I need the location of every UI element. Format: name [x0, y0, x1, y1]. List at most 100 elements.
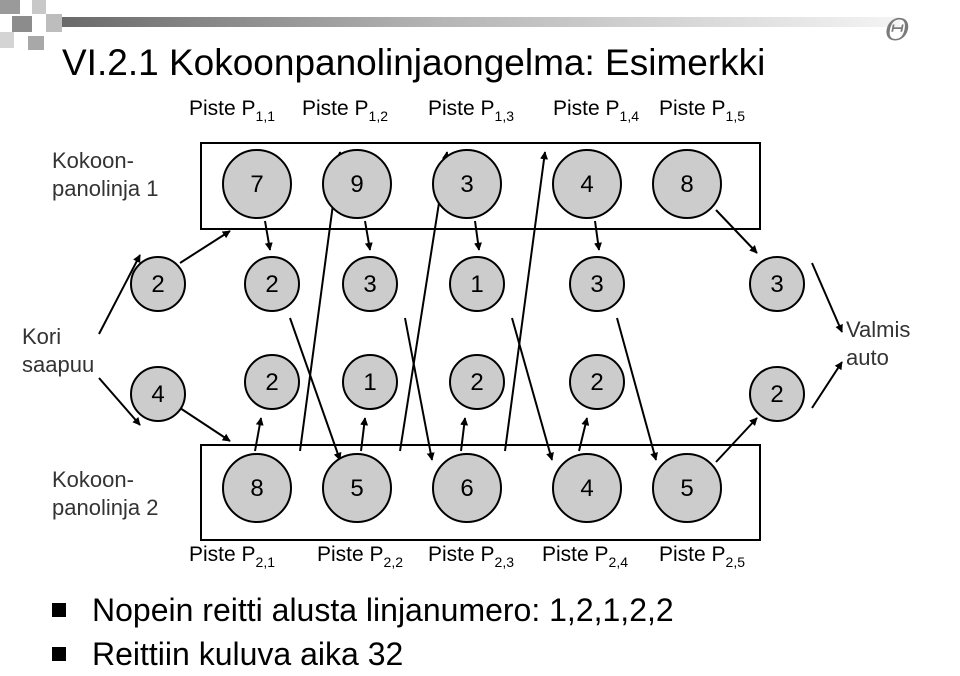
deco-square [46, 14, 62, 32]
station-label-bottom: Piste P2,2 [317, 543, 403, 570]
upper-transfer-value: 1 [470, 271, 483, 298]
station-label-bottom: Piste P2,5 [659, 543, 745, 570]
line1-station [322, 149, 392, 219]
lower-transfer [244, 354, 300, 410]
line2-station [222, 453, 292, 523]
transfer-arrow [404, 317, 435, 461]
bullet-item: Reittiin kuluva aika 32 [52, 632, 674, 676]
line2-station-value: 4 [580, 475, 593, 502]
station-label-top: Piste P1,4 [553, 97, 639, 124]
line1-station [222, 149, 292, 219]
line1-station [432, 149, 502, 219]
transfer-arrow [179, 407, 231, 442]
line2-label: panolinja 2 [52, 495, 158, 520]
lower-transfer [569, 354, 625, 410]
deco-square [28, 36, 44, 50]
station-label-top: Piste P1,2 [302, 97, 388, 124]
deco-square [0, 32, 14, 48]
deco-bar [62, 17, 900, 27]
transfer-arrow [504, 151, 549, 452]
line1-label: panolinja 1 [52, 176, 158, 201]
lower-transfer [449, 354, 505, 410]
line1-label: Kokoon- [52, 148, 134, 173]
deco-square [0, 0, 20, 14]
upper-transfer-value: 2 [265, 271, 278, 298]
upper-transfer [449, 256, 505, 312]
header-decoration [0, 0, 900, 50]
transfer-arrow [578, 417, 590, 452]
transfer-arrow [254, 417, 264, 452]
station-label-top: Piste P1,1 [189, 97, 275, 124]
upper-transfer [569, 256, 625, 312]
transfer-arrow [715, 209, 758, 254]
deco-square [32, 0, 46, 14]
bullet-text: Reittiin kuluva aika 32 [92, 635, 404, 672]
start-label: saapuu [22, 352, 94, 377]
transfer-arrow [616, 317, 658, 461]
transfer-arrow [594, 220, 602, 251]
line2-station [432, 453, 502, 523]
line1-station-value: 9 [350, 171, 363, 198]
transfer-arrow [364, 220, 373, 251]
bullet-text: Nopein reitti alusta linjanumero: 1,2,1,… [92, 591, 674, 628]
transfer-arrow [511, 317, 554, 461]
lower-transfer-value: 2 [770, 381, 783, 408]
line1-station [652, 149, 722, 219]
lower-transfer-value: 2 [590, 369, 603, 396]
lower-transfer-value: 1 [363, 369, 376, 396]
transfer-arrow [360, 417, 369, 452]
upper-transfer-value: 3 [363, 271, 376, 298]
transfer-arrow [474, 220, 482, 251]
upper-transfer-value: 2 [151, 271, 164, 298]
line2-station [552, 453, 622, 523]
line2-label: Kokoon- [52, 467, 134, 492]
bullet-square-icon [52, 603, 66, 617]
deco-square [12, 16, 32, 32]
line1-station-value: 3 [460, 171, 473, 198]
lower-transfer-value: 2 [470, 369, 483, 396]
edges [98, 151, 843, 463]
line1-station-value: 8 [680, 171, 693, 198]
line1-station-value: 7 [250, 171, 263, 198]
lower-transfer [342, 354, 398, 410]
bullet-square-icon [52, 647, 66, 661]
transfer-arrow [460, 417, 469, 452]
upper-transfer [244, 256, 300, 312]
station-label-top: Piste P1,5 [659, 97, 745, 124]
upper-transfer [130, 256, 186, 312]
end-label: auto [846, 345, 889, 370]
transfer-arrow [715, 417, 758, 463]
line2-station-value: 5 [680, 475, 693, 502]
transfer-arrow [811, 262, 843, 333]
slide-title: VI.2.1 Kokoonpanolinjaongelma: Esimerkki [62, 42, 766, 83]
upper-transfer-value: 3 [590, 271, 603, 298]
station-label-bottom: Piste P2,1 [189, 543, 275, 570]
upper-transfer [749, 256, 805, 312]
line2-station [652, 453, 722, 523]
transfer-arrow [98, 254, 141, 335]
station-label-bottom: Piste P2,4 [542, 543, 628, 570]
start-label: Kori [22, 324, 61, 349]
transfer-arrow [811, 361, 843, 409]
line1-frame [200, 142, 761, 230]
transfer-arrow [179, 230, 231, 264]
bullet-item: Nopein reitti alusta linjanumero: 1,2,1,… [52, 588, 674, 632]
transfer-arrow [264, 220, 273, 251]
bullet-list: Nopein reitti alusta linjanumero: 1,2,1,… [52, 588, 674, 676]
line1-station-value: 4 [580, 171, 593, 198]
line2-station-value: 8 [250, 475, 263, 502]
line2-station-value: 5 [350, 475, 363, 502]
line1-station [552, 149, 622, 219]
theta-logo-icon: Θ [885, 13, 910, 48]
upper-transfer-value: 3 [770, 271, 783, 298]
lower-transfer-value: 2 [265, 369, 278, 396]
transfer-arrow [289, 317, 342, 461]
line2-frame [200, 444, 761, 541]
lower-transfer [749, 366, 805, 422]
lower-transfer [130, 366, 186, 422]
station-label-top: Piste P1,3 [428, 97, 514, 124]
station-label-bottom: Piste P2,3 [428, 543, 514, 570]
lower-transfer-value: 4 [151, 381, 164, 408]
